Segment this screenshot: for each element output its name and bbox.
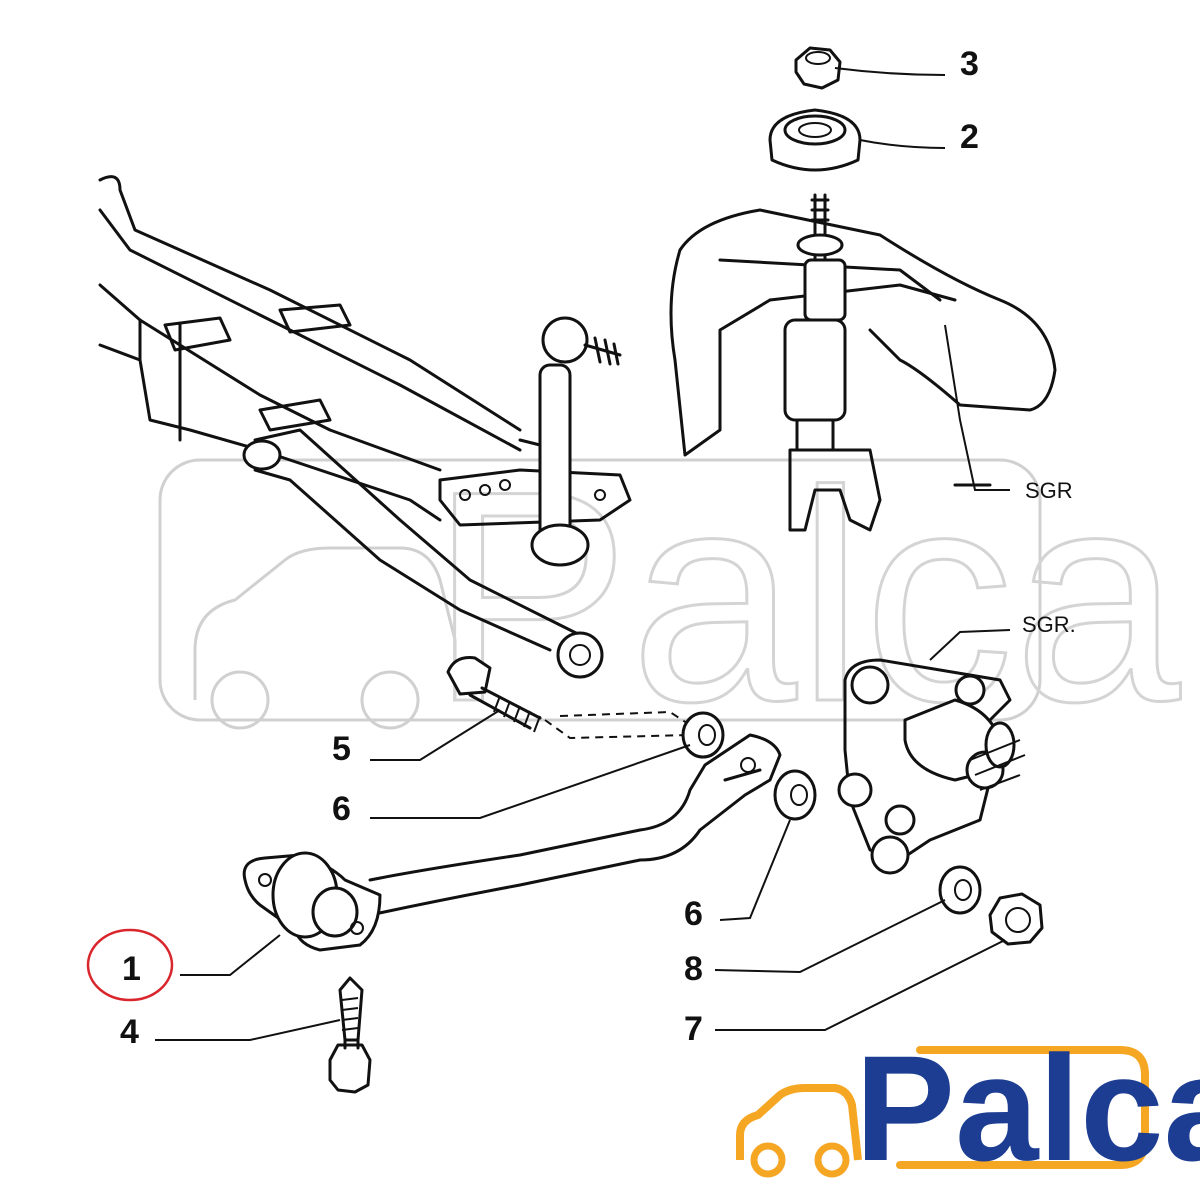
strut-mount: [768, 108, 862, 172]
rod-part-1: [242, 733, 782, 952]
part-label-2: 2: [960, 118, 979, 156]
part-label-6: 6: [332, 790, 351, 828]
lower-control-arm: [242, 428, 604, 679]
washer-6a: [681, 711, 725, 759]
logo-frame: [896, 1046, 1149, 1169]
strut-assembly: [669, 193, 1057, 532]
washer-6b: [773, 769, 817, 821]
car-icon: [736, 1084, 862, 1178]
part-label-8: 8: [684, 950, 703, 988]
washer-8: [938, 865, 982, 915]
highlight-circle: [86, 928, 174, 1002]
subframe: [98, 175, 632, 527]
part-label-5: 5: [332, 730, 351, 768]
logo-text: Palca: [855, 1024, 1200, 1192]
steering-knuckle: [837, 658, 1026, 875]
part-label-7: 7: [684, 1010, 703, 1048]
bolt-5: [446, 656, 691, 740]
palca-logo: Palca: [736, 1024, 1200, 1192]
top-nut: [794, 46, 842, 90]
part-label-3: 3: [960, 45, 979, 83]
stud-4: [328, 976, 372, 1094]
part-label-1: 1: [122, 950, 141, 988]
ref-label-sgr-2: SGR.: [1022, 612, 1076, 637]
ref-label-sgr: SGR: [1025, 478, 1073, 503]
part-label-4: 4: [120, 1013, 139, 1051]
leader-lines: [155, 67, 1011, 1041]
stabilizer-link: [530, 316, 622, 567]
nut-7: [988, 892, 1044, 946]
part-label-6-second: 6: [684, 895, 703, 933]
